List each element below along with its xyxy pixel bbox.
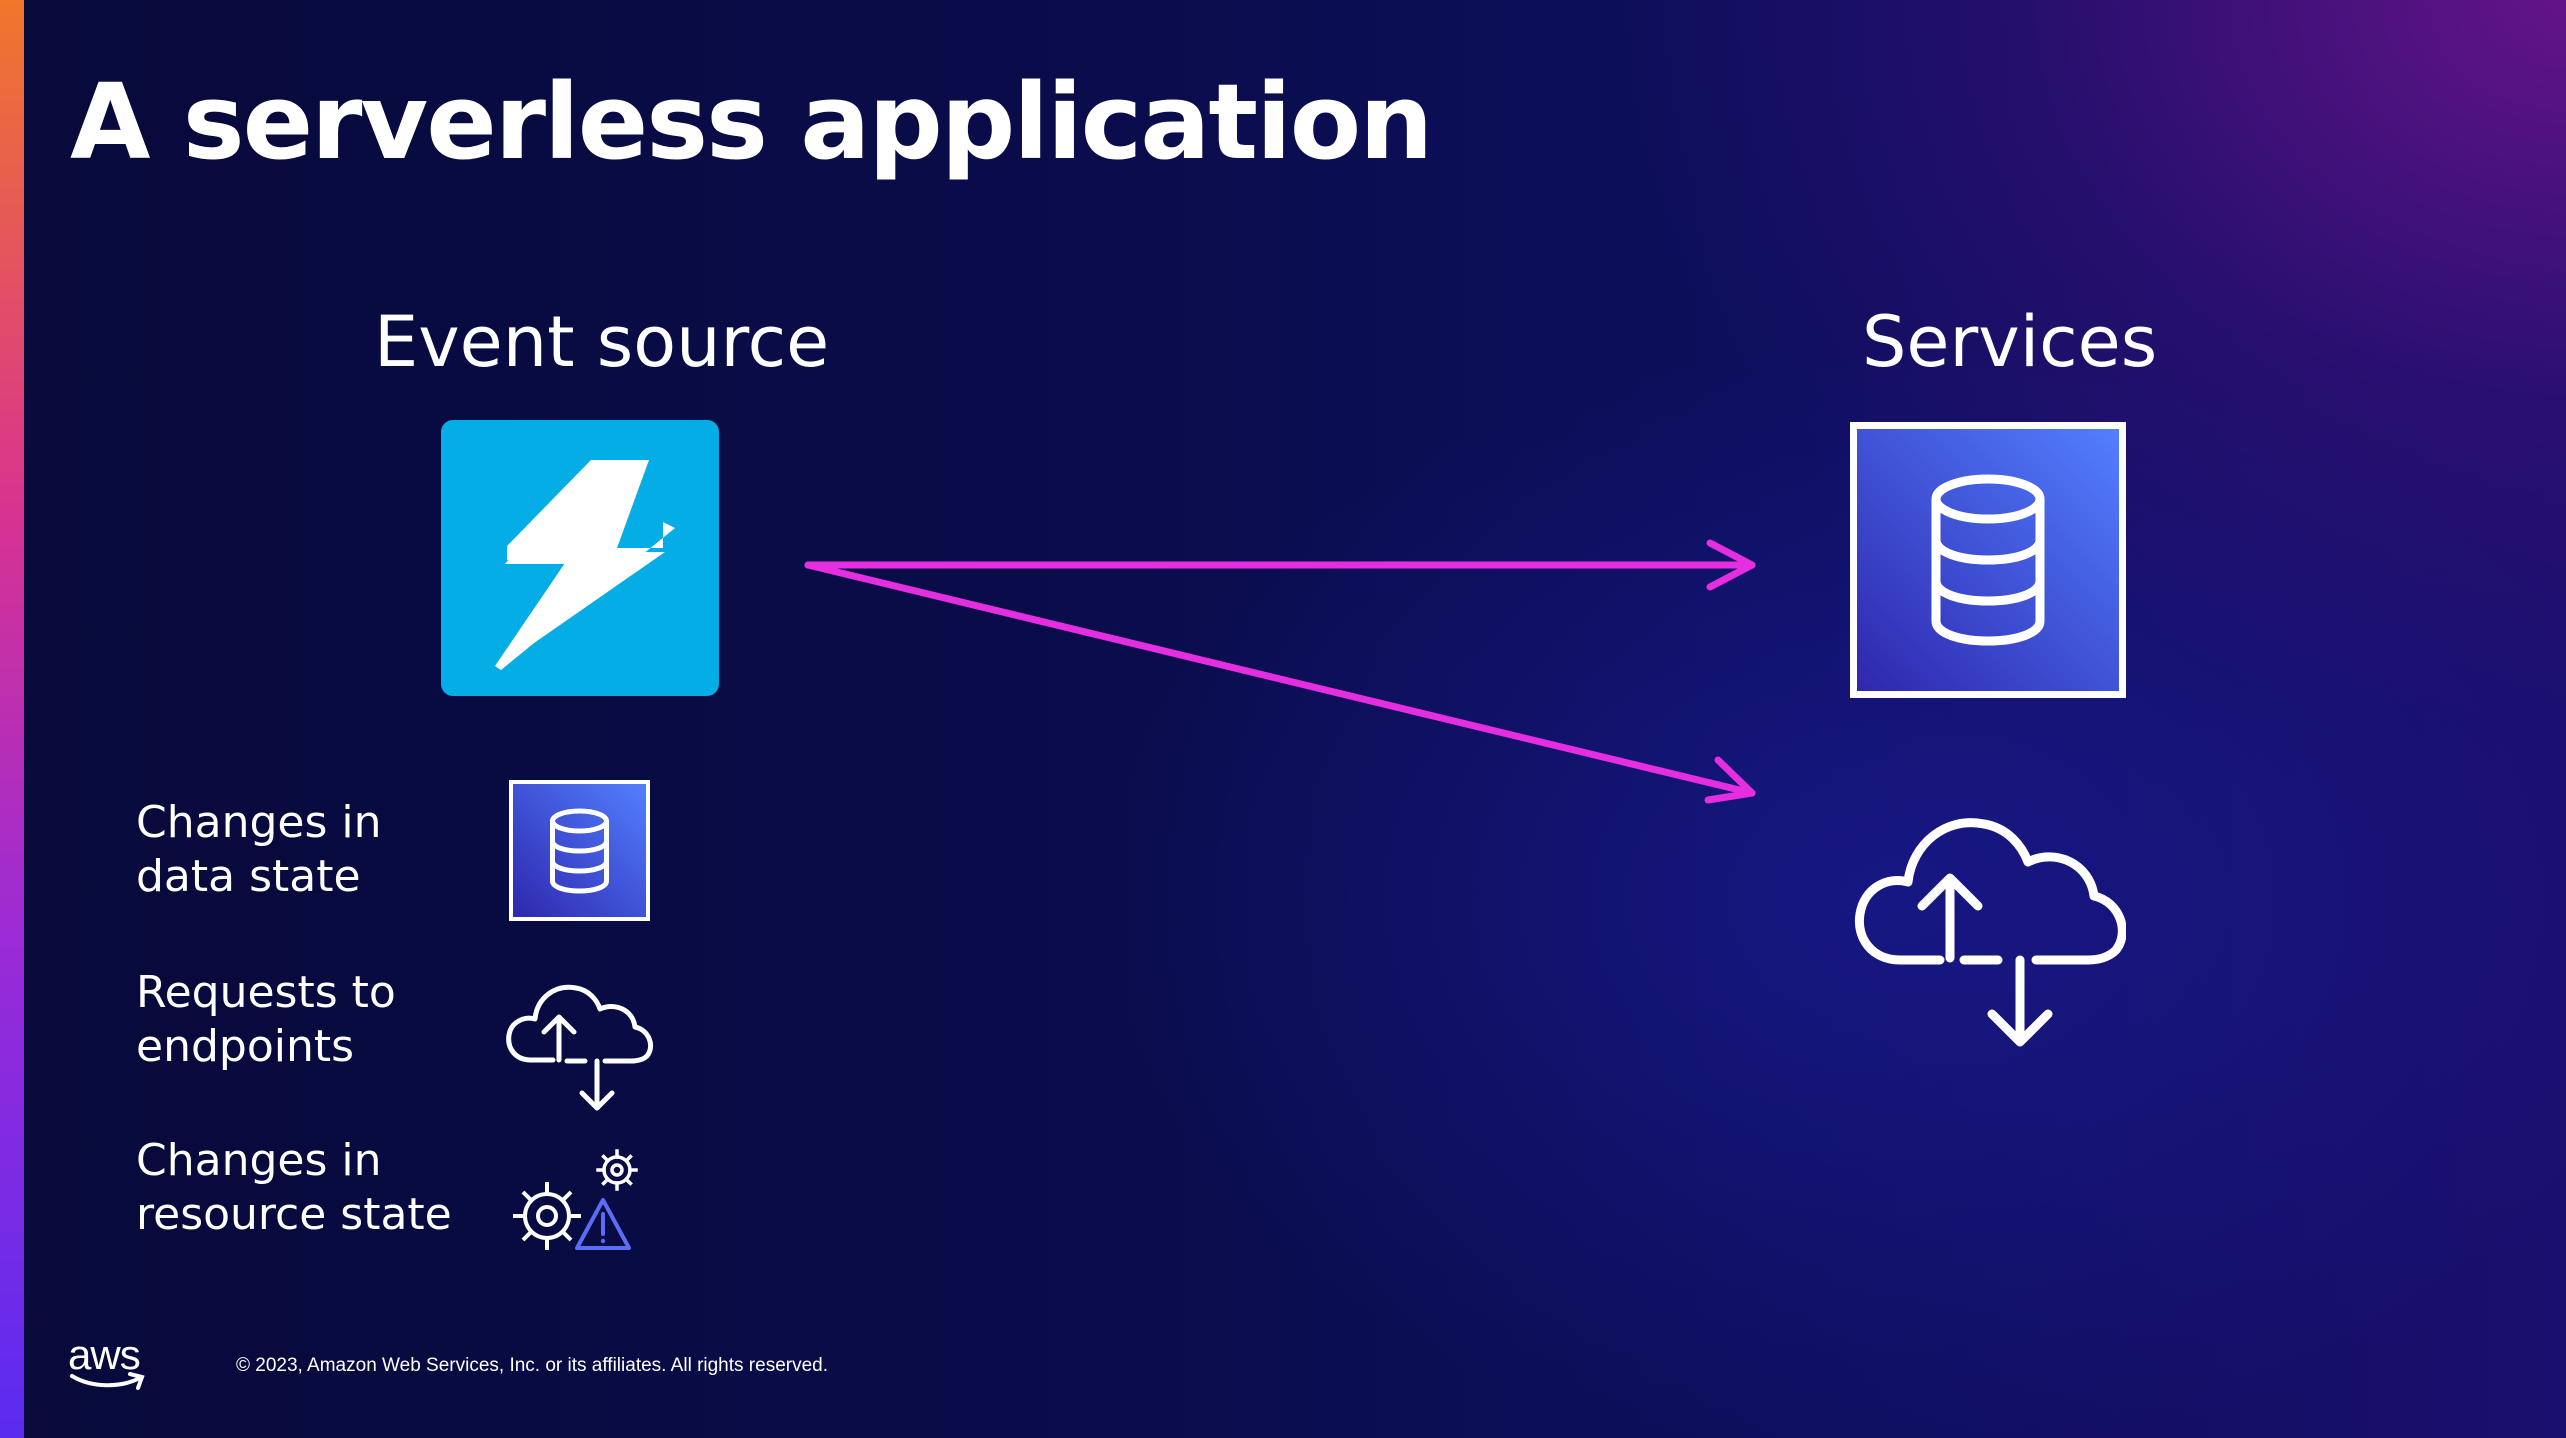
aws-logo: aws: [68, 1332, 150, 1394]
copyright-text: © 2023, Amazon Web Services, Inc. or its…: [236, 1355, 829, 1376]
database-icon: [509, 780, 650, 921]
label-resource-state: Changes in resource state: [136, 1135, 452, 1240]
services-heading: Services: [1862, 301, 2158, 383]
gears-alert-icon: [505, 1148, 653, 1258]
aws-logo-text: aws: [68, 1331, 141, 1378]
slide-title: A serverless application: [70, 61, 1433, 183]
database-icon: [1850, 422, 2126, 698]
event-source-heading: Event source: [374, 301, 830, 383]
cloud-upload-download-icon: [505, 972, 655, 1120]
lambda-bolt-icon: [441, 420, 719, 696]
label-requests-endpoints: Requests to endpoints: [136, 967, 396, 1072]
cloud-upload-download-icon: [1850, 790, 2126, 1060]
label-data-state: Changes in data state: [136, 797, 382, 902]
accent-bar: [0, 0, 24, 1438]
